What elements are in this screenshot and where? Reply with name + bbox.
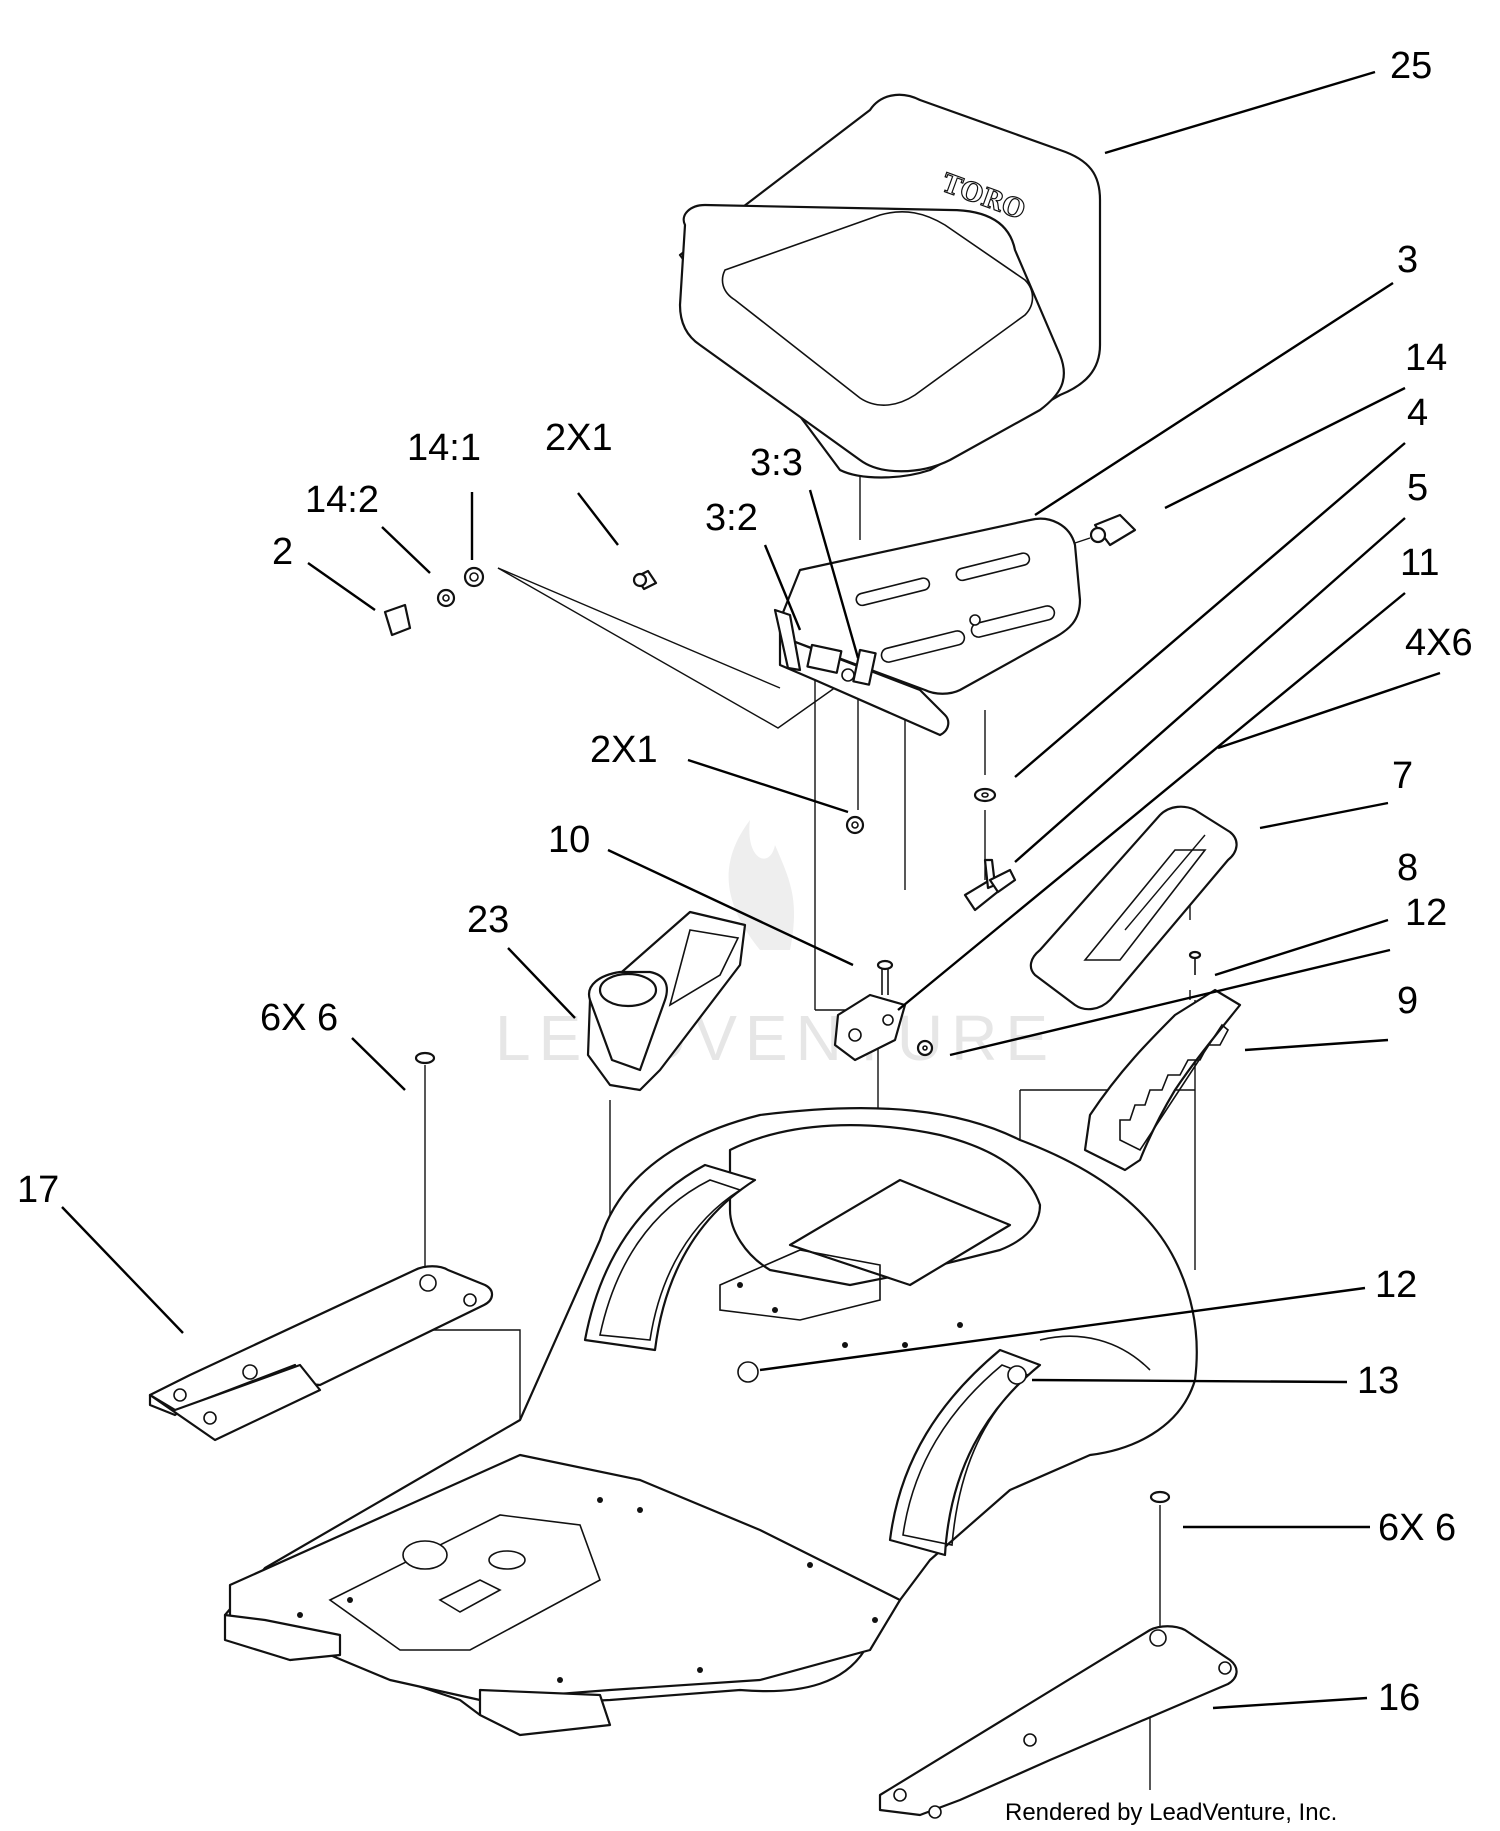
callout-8: 8 [1397, 847, 1418, 889]
seat-switch [773, 608, 877, 686]
seat-pan [778, 517, 1082, 737]
bolt-2x1-lower [845, 815, 865, 835]
bolt-2x1-upper [632, 569, 658, 591]
callout-2x1-lower: 2X1 [590, 729, 658, 771]
bracket-11 [833, 993, 907, 1062]
callout-4: 4 [1407, 392, 1428, 434]
seat-switch-plunger [1074, 513, 1137, 547]
cup-holder-23 [586, 910, 747, 1092]
control-panel [328, 1514, 601, 1651]
leader-lines [61, 70, 1441, 1710]
callout-25: 25 [1390, 45, 1432, 87]
seat-switch-body [773, 608, 802, 672]
screw-6x6-right [1149, 1490, 1171, 1504]
callout-12-lower: 12 [1375, 1264, 1417, 1306]
watermark: LEADVENTURE [495, 820, 1056, 1074]
callout-16: 16 [1378, 1677, 1420, 1719]
callout-13: 13 [1357, 1360, 1399, 1402]
callout-3: 3 [1397, 239, 1418, 281]
callout-3-2: 3:2 [705, 497, 758, 539]
nut-12-upper [916, 1039, 934, 1057]
callout-23: 23 [467, 899, 509, 941]
callout-12-upper: 12 [1405, 892, 1447, 934]
bolt-10 [876, 959, 894, 995]
fender-left-handle-inner [599, 1179, 742, 1341]
rendered-by-credit: Rendered by LeadVenture, Inc. [1005, 1799, 1337, 1826]
seat-cushion [678, 203, 1065, 473]
callout-10: 10 [548, 819, 590, 861]
plunger-tip [1089, 526, 1107, 544]
callout-2: 2 [272, 531, 293, 573]
gate-slot [1119, 1023, 1230, 1152]
watermark-flame-icon [728, 820, 795, 950]
splash-plate-17 [148, 1265, 494, 1442]
callout-3-3: 3:3 [750, 442, 803, 484]
callout-6x6-left: 6X 6 [260, 997, 338, 1039]
seat-decal [806, 643, 843, 674]
seat-switch-plate [852, 648, 877, 686]
splash-plate-16 [878, 1625, 1238, 1819]
callout-9: 9 [1397, 980, 1418, 1022]
callout-14-2: 14:2 [305, 479, 379, 521]
seat-cushion-panel [721, 211, 1034, 406]
seat-slide-plate-7 [1029, 805, 1238, 1011]
callout-14: 14 [1405, 337, 1447, 379]
seat: TORO [678, 93, 1102, 479]
control-hole-2 [488, 1550, 526, 1570]
cup-holder-hole [598, 972, 658, 1008]
fender-hole-12b [737, 1361, 759, 1383]
seat-pan-hole [969, 614, 981, 626]
callout-5: 5 [1407, 467, 1428, 509]
fender-hole-13 [1007, 1365, 1027, 1385]
callout-4x6: 4X6 [1405, 622, 1473, 664]
seat-pan-slot-1 [855, 577, 931, 607]
seat-adjust-gate-9 [1083, 988, 1242, 1172]
fender-front-edge [223, 1613, 342, 1662]
screw-8 [1188, 950, 1202, 975]
seat-pan-slot-4 [970, 605, 1056, 638]
seat-switch-hole [841, 668, 855, 682]
seat-pan-slot-2 [955, 552, 1031, 582]
callout-6x6-right: 6X 6 [1378, 1507, 1456, 1549]
connector-hardware [383, 566, 485, 637]
screw-6x6-left [414, 1051, 436, 1065]
callout-2x1-upper: 2X1 [545, 417, 613, 459]
fender-right-wheel-arch [1039, 1335, 1151, 1371]
callout-14-1: 14:1 [407, 427, 481, 469]
control-slot [438, 1579, 502, 1613]
fender-right-foot [478, 1688, 612, 1737]
washer-4 [973, 787, 997, 803]
connector-2 [383, 603, 412, 637]
seat-pan-slot-3 [880, 630, 966, 663]
adjust-knob-5 [963, 858, 1017, 912]
fender-body [223, 1107, 1198, 1737]
callout-7: 7 [1392, 755, 1413, 797]
callout-17: 17 [17, 1169, 59, 1211]
seat-mount-plate [719, 1249, 881, 1321]
control-hole-1 [402, 1540, 448, 1570]
callout-11: 11 [1400, 542, 1439, 584]
watermark-text: LEADVENTURE [495, 1002, 1056, 1074]
callout-labels: 25 3 14 4 5 11 4X6 7 8 12 9 14:1 2X1 3:3… [17, 45, 1473, 1719]
fender-mount-dots [297, 1282, 963, 1683]
